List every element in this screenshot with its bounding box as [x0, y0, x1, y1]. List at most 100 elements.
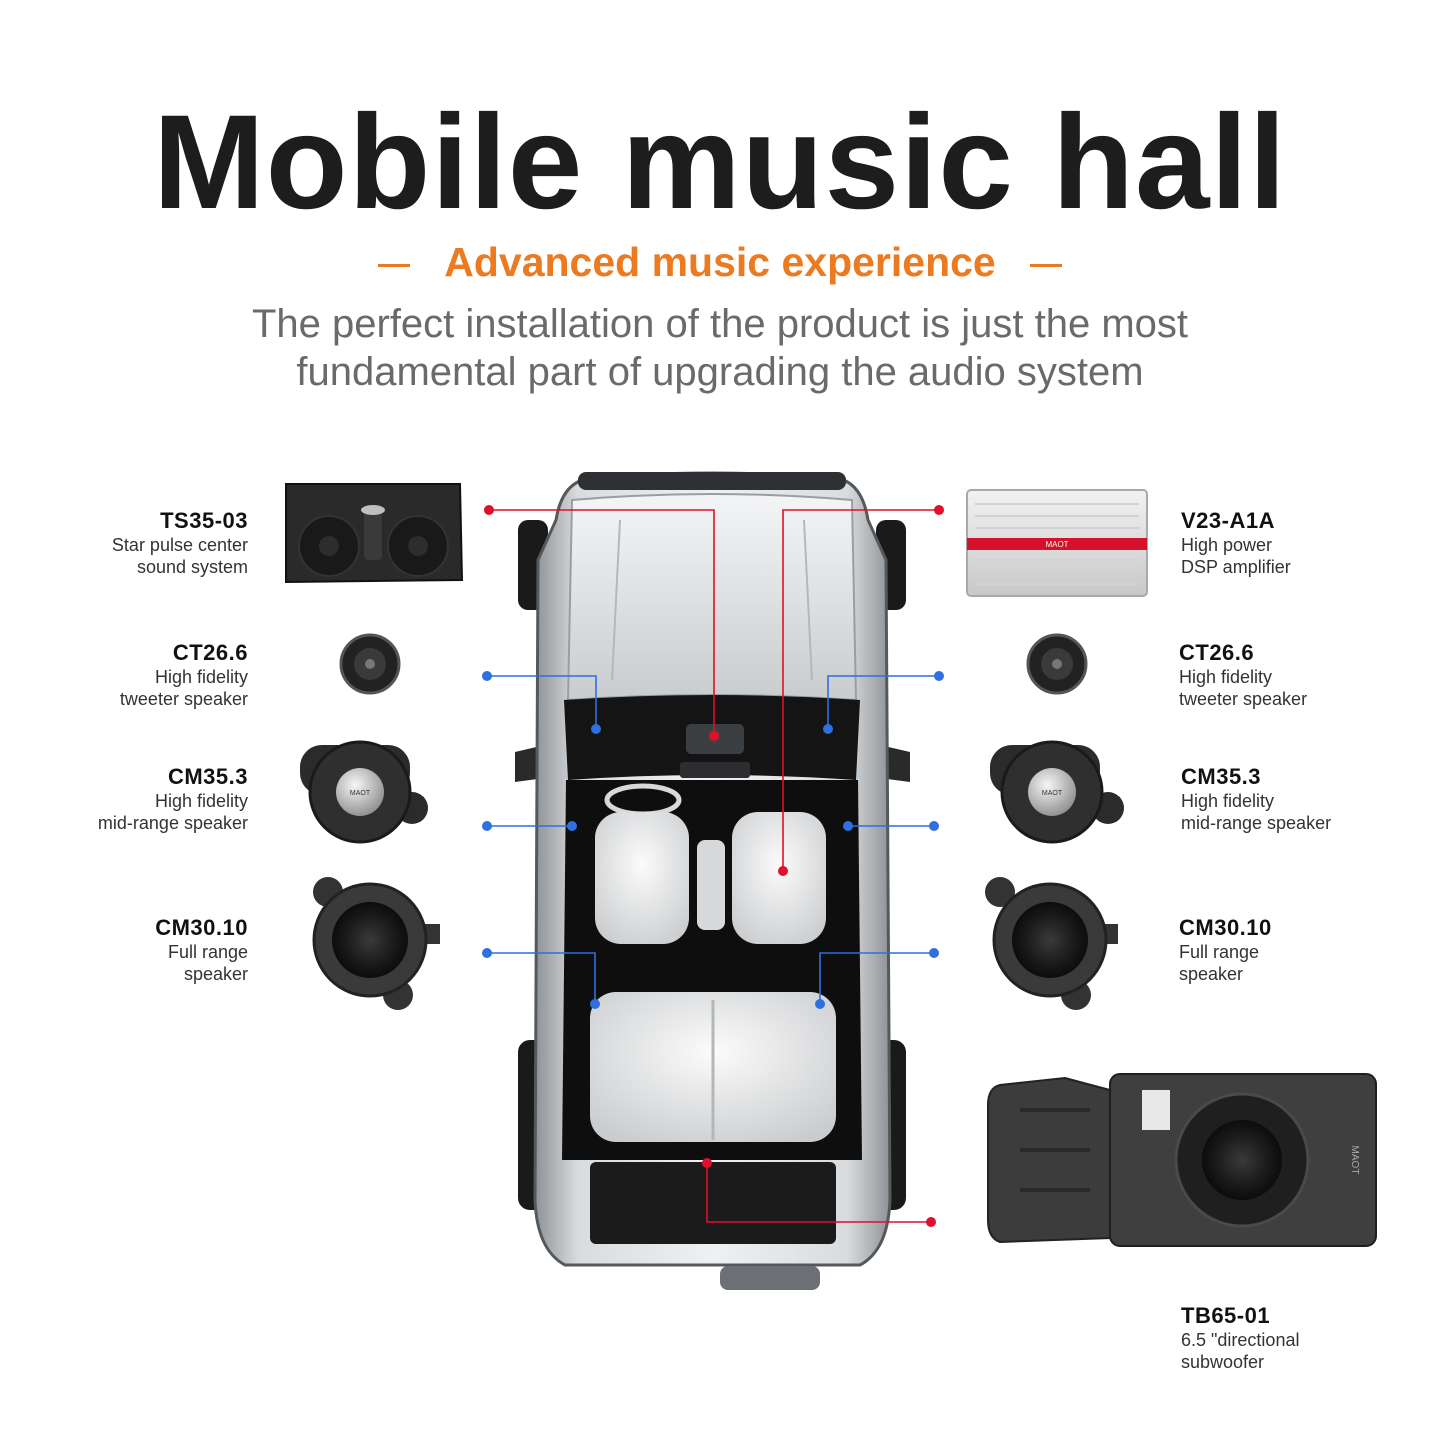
- connector-dots: [482, 505, 944, 1227]
- v23-code: V23-A1A: [1181, 508, 1275, 533]
- dot-cm30-left-car: [590, 999, 600, 1009]
- cm30-right-code: CM30.10: [1179, 915, 1272, 940]
- dot-cm30-right-label: [929, 948, 939, 958]
- ct26-left-desc-2: tweeter speaker: [119, 689, 248, 709]
- connector-lines: [487, 509, 939, 1223]
- tb65-side-duct: [987, 1076, 1111, 1244]
- tb65-product-image: MAOT: [987, 1073, 1377, 1247]
- cm30-right-desc-2: speaker: [1179, 964, 1244, 984]
- label-v23: V23-A1A High power DSP amplifier: [1181, 508, 1421, 578]
- line-cm30-left: [487, 952, 596, 1004]
- ct26-left-center: [365, 659, 375, 669]
- dot-cm35-left-label: [482, 821, 492, 831]
- ts35-speaker-left-cap: [319, 536, 339, 556]
- description-line-2: fundamental part of upgrading the audio …: [296, 350, 1144, 394]
- dot-ct26-left-label: [482, 671, 492, 681]
- ts35-speaker-right-cap: [408, 536, 428, 556]
- label-cm35-left: CM35.3 High fidelity mid-range speaker: [8, 764, 248, 834]
- line-ts35: [489, 509, 715, 736]
- tb65-duct-ribs: [1020, 1108, 1090, 1192]
- cm30-right-cone: [1012, 902, 1088, 978]
- dot-ts35-car: [709, 731, 719, 741]
- page-title: Mobile music hall: [153, 88, 1287, 237]
- tb65-brand-logo: MAOT: [1349, 1146, 1360, 1175]
- cm35-left-desc-2: mid-range speaker: [97, 813, 248, 833]
- tb65-code: TB65-01: [1181, 1303, 1271, 1328]
- ct26-right-desc-2: tweeter speaker: [1179, 689, 1308, 709]
- front-bumper: [578, 472, 846, 490]
- cm35-right-desc-2: mid-range speaker: [1181, 813, 1332, 833]
- label-cm35-right: CM35.3 High fidelity mid-range speaker: [1181, 764, 1421, 834]
- spare-wheel-cover: [720, 1266, 820, 1290]
- ct26-left-desc-1: High fidelity: [154, 667, 248, 687]
- v23-brand-logo: MAOT: [1045, 540, 1068, 549]
- seat-front-left: [595, 812, 689, 944]
- dot-ct26-left-car: [591, 724, 601, 734]
- subtitle-dash-right: [1029, 263, 1062, 267]
- ts35-desc-1: Star pulse center: [111, 535, 248, 555]
- tb65-desc-1: 6.5 "directional: [1181, 1330, 1300, 1350]
- dot-cm30-left-label: [482, 948, 492, 958]
- cm35-right-product-image: MAOT: [990, 740, 1124, 844]
- page-subtitle: Advanced music experience: [0, 239, 1440, 285]
- ts35-product-image: [285, 483, 464, 584]
- cm35-left-code: CM35.3: [167, 764, 248, 789]
- ct26-right-desc-1: High fidelity: [1179, 667, 1273, 687]
- dot-ct26-right-car: [823, 724, 833, 734]
- cm30-right-desc-1: Full range: [1179, 942, 1260, 962]
- ct26-right-center: [1052, 659, 1062, 669]
- dot-tb65-car: [702, 1158, 712, 1168]
- subtitle-text: Advanced music experience: [444, 239, 996, 285]
- dot-cm35-right-label: [929, 821, 939, 831]
- dot-cm30-right-car: [815, 999, 825, 1009]
- label-cm30-right: CM30.10 Full range speaker: [1179, 915, 1419, 985]
- label-ts35: TS35-03 Star pulse center sound system: [8, 508, 248, 578]
- cm35-left-product-image: MAOT: [300, 740, 428, 844]
- hood: [566, 493, 858, 702]
- seat-front-right: [732, 812, 826, 944]
- line-tb65: [706, 1163, 931, 1223]
- tb65-desc-2: subwoofer: [1181, 1352, 1265, 1372]
- label-cm30-left: CM30.10 Full range speaker: [8, 915, 248, 985]
- ts35-tweeter-top: [361, 505, 385, 515]
- cm30-left-product-image: [312, 877, 440, 1010]
- cm30-left-code: CM30.10: [155, 915, 248, 940]
- cm35-right-cap: [1028, 768, 1076, 816]
- cm30-left-cone: [332, 902, 408, 978]
- cm35-left-desc-1: High fidelity: [154, 791, 248, 811]
- v23-heatsink-fins: [975, 503, 1139, 585]
- ts35-desc-2: sound system: [136, 557, 248, 577]
- climate-panel: [680, 762, 750, 778]
- subtitle-dash-left: [378, 263, 411, 267]
- cm35-left-cap: [336, 768, 384, 816]
- car-top-view: [515, 471, 910, 1290]
- dot-tb65-label: [926, 1217, 936, 1227]
- ct26-right-product-image: [1026, 633, 1088, 695]
- dot-cm35-left-car: [567, 821, 577, 831]
- v23-product-image: MAOT: [966, 489, 1148, 597]
- v23-desc-1: High power: [1181, 535, 1273, 555]
- hood-creases: [611, 519, 813, 681]
- dot-v23-label: [934, 505, 944, 515]
- dot-v23-car: [778, 866, 788, 876]
- cm35-left-brand-logo: MAOT: [350, 790, 371, 797]
- ct26-left-code: CT26.6: [172, 640, 248, 665]
- ts35-center-tweeter: [364, 505, 382, 560]
- cm30-right-tab-top: [985, 877, 1015, 907]
- cm35-right-code: CM35.3: [1181, 764, 1262, 789]
- cm30-left-desc-2: speaker: [183, 964, 248, 984]
- cm35-right-brand-logo: MAOT: [1042, 790, 1063, 797]
- trunk: [590, 1162, 836, 1244]
- tb65-woofer-cone: [1202, 1120, 1282, 1200]
- v23-desc-2: DSP amplifier: [1181, 557, 1291, 577]
- page-description: The perfect installation of the product …: [0, 300, 1440, 396]
- description-line-1: The perfect installation of the product …: [251, 302, 1189, 346]
- line-ct26-right: [827, 675, 939, 729]
- label-ct26-left: CT26.6 High fidelity tweeter speaker: [8, 640, 248, 710]
- dot-ct26-right-label: [934, 671, 944, 681]
- cm30-left-desc-1: Full range: [167, 942, 248, 962]
- label-ct26-right: CT26.6 High fidelity tweeter speaker: [1179, 640, 1419, 710]
- center-console: [697, 840, 725, 930]
- dot-ts35-label: [484, 505, 494, 515]
